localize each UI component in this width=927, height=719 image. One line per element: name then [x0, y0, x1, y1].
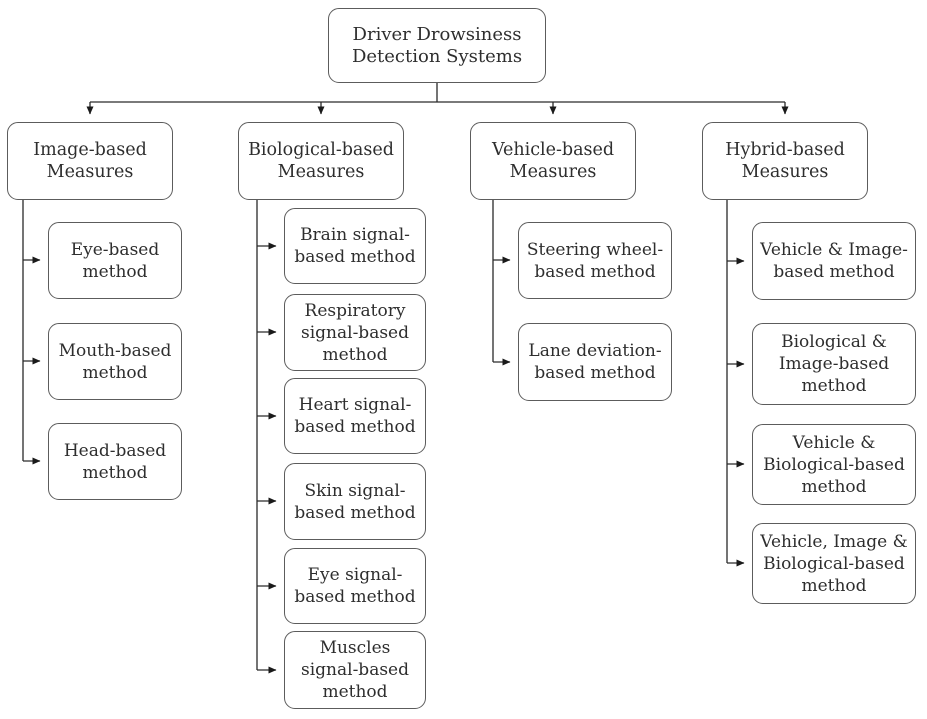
method-vehicle-image-biological: Vehicle, Image & Biological-based method	[752, 523, 916, 604]
method-mouth-based: Mouth-based method	[48, 323, 182, 400]
method-brain-signal: Brain signal- based method	[284, 208, 426, 284]
method-biological-image: Biological & Image-based method	[752, 323, 916, 405]
method-heart-signal: Heart signal- based method	[284, 378, 426, 454]
branch-hybrid-based-measures: Hybrid-based Measures	[702, 122, 868, 200]
method-steering-wheel: Steering wheel- based method	[518, 222, 672, 299]
node-root: Driver Drowsiness Detection Systems	[328, 8, 546, 83]
method-head-based: Head-based method	[48, 423, 182, 500]
method-vehicle-image: Vehicle & Image- based method	[752, 222, 916, 300]
branch-biological-based-measures: Biological-based Measures	[238, 122, 404, 200]
method-eye-signal: Eye signal- based method	[284, 548, 426, 624]
branch-image-based-measures: Image-based Measures	[7, 122, 173, 200]
method-muscles-signal: Muscles signal-based method	[284, 631, 426, 709]
method-vehicle-biological: Vehicle & Biological-based method	[752, 424, 916, 505]
method-eye-based: Eye-based method	[48, 222, 182, 299]
method-skin-signal: Skin signal- based method	[284, 463, 426, 540]
method-lane-deviation: Lane deviation- based method	[518, 323, 672, 401]
branch-vehicle-based-measures: Vehicle-based Measures	[470, 122, 636, 200]
method-respiratory-signal: Respiratory signal-based method	[284, 294, 426, 371]
